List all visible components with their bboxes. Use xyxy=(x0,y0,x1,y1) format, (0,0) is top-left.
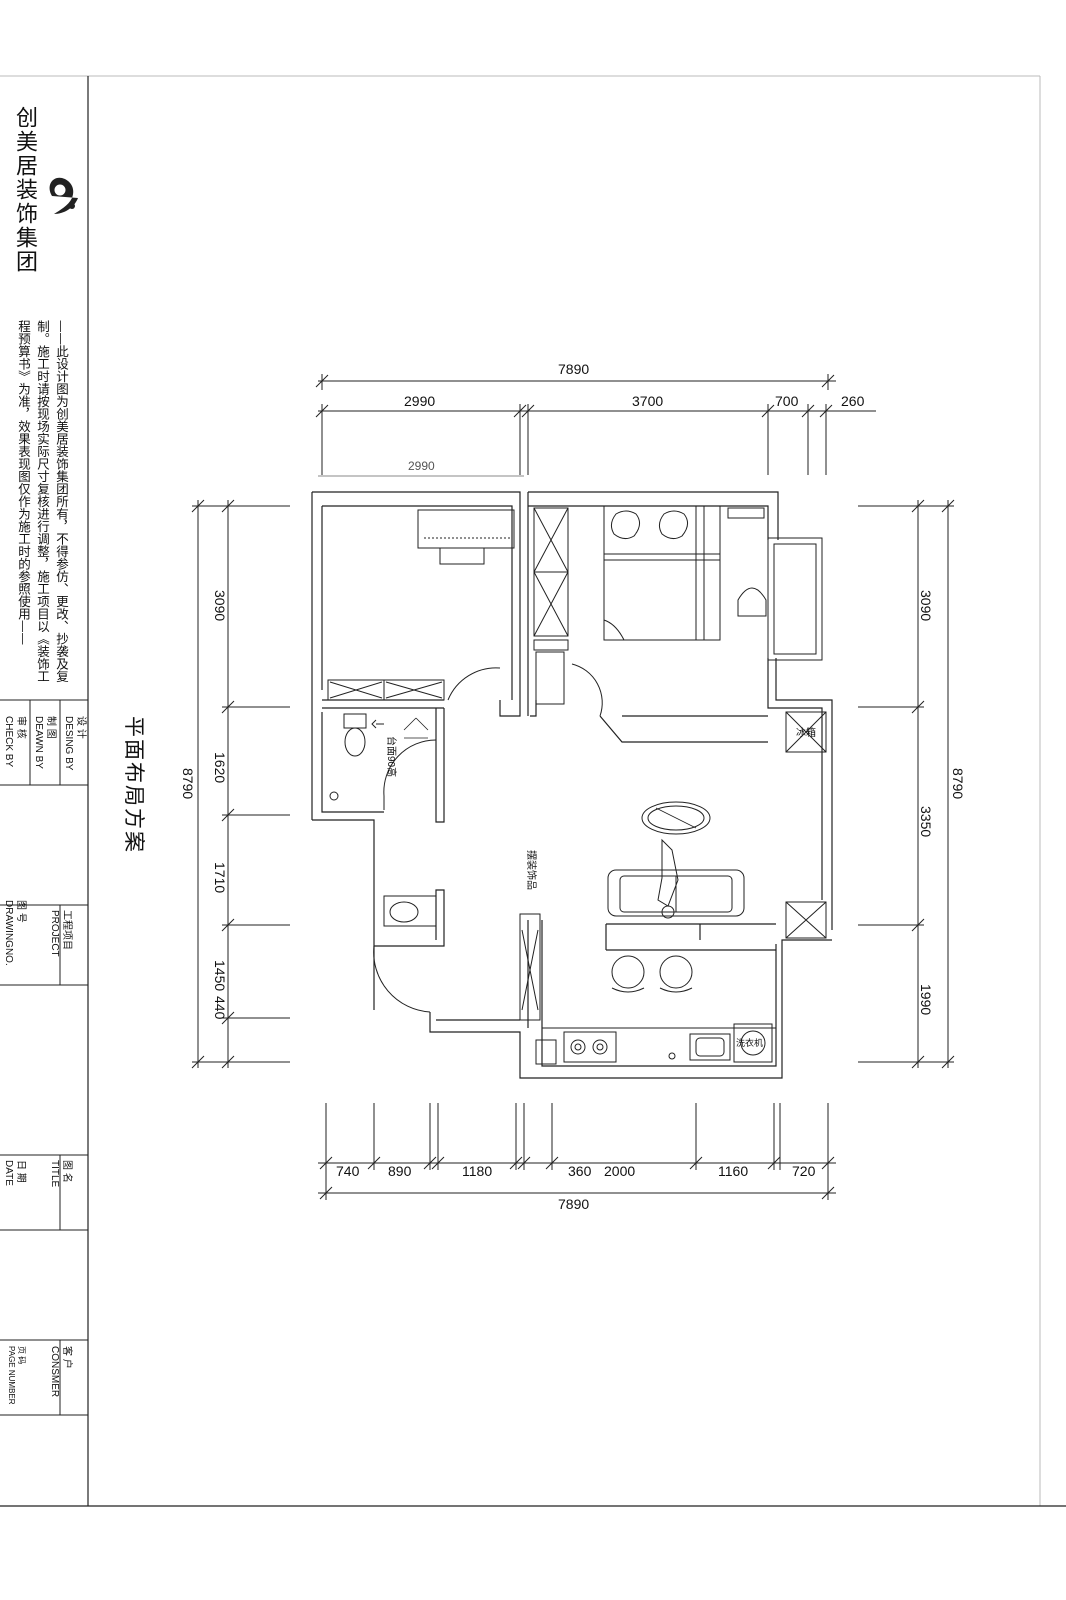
dim-top: 3700 xyxy=(632,393,664,409)
bay-window xyxy=(727,507,823,661)
dining-table xyxy=(641,801,711,835)
dim-right: 3350 xyxy=(918,806,934,838)
washer-label: 洗衣机 xyxy=(736,1038,764,1048)
dim-left: 3090 xyxy=(212,590,228,622)
dim-right: 1990 xyxy=(918,984,934,1016)
dim-top: 700 xyxy=(775,393,799,409)
bathroom-fixtures xyxy=(329,713,429,801)
bar-stools xyxy=(611,955,693,993)
dim-left: 1620 xyxy=(212,752,228,784)
dim-bottom: 720 xyxy=(792,1163,816,1179)
drawing-title: 平面布局方案 xyxy=(122,716,145,854)
appliances xyxy=(733,711,827,1063)
bed xyxy=(603,505,721,641)
walls xyxy=(311,491,833,1079)
dim-left-total: 8790 xyxy=(180,768,196,800)
dim-bottom: 2000 xyxy=(604,1163,636,1179)
dim-left: 440 xyxy=(212,996,228,1020)
dim-right: 3090 xyxy=(918,590,934,622)
company-logo xyxy=(49,177,78,214)
dim-bottom: 1180 xyxy=(462,1163,493,1179)
dimension-lines xyxy=(191,374,955,1200)
kitchen-counter xyxy=(535,1027,776,1065)
dim-top: 2990 xyxy=(404,393,436,409)
dim-right-total: 8790 xyxy=(950,768,966,800)
bedroom-chair xyxy=(737,587,767,617)
sheet-frame xyxy=(0,75,1066,1507)
ornament-label: 摆装饰品 xyxy=(525,850,536,890)
inner-dimension-label: 2990 xyxy=(408,459,435,473)
dim-left: 1710 xyxy=(212,862,228,894)
wash-basin xyxy=(383,895,437,927)
dim-bottom-total: 7890 xyxy=(558,1196,590,1212)
fridge-label: 冰箱 xyxy=(796,728,816,739)
counter-height-label: 台面90高 xyxy=(385,736,396,778)
wardrobe xyxy=(327,507,569,1021)
doors xyxy=(373,663,603,1013)
desk xyxy=(417,509,515,565)
dim-top: 260 xyxy=(841,393,865,409)
dim-bottom: 740 xyxy=(336,1163,360,1179)
dim-left: 1450 xyxy=(212,960,228,992)
dim-bottom: 1160 xyxy=(718,1163,749,1179)
dim-top-total: 7890 xyxy=(558,361,590,377)
dim-bottom: 360 xyxy=(568,1163,592,1179)
sofa xyxy=(607,838,745,919)
dim-bottom: 890 xyxy=(388,1163,412,1179)
company-name: 创美居装饰集团 xyxy=(12,106,37,274)
disclaimer-text: ——此设计图为创美居装饰集团所有，不得参仿、更改、抄袭及复制。施工时请按现场实际… xyxy=(16,320,69,683)
